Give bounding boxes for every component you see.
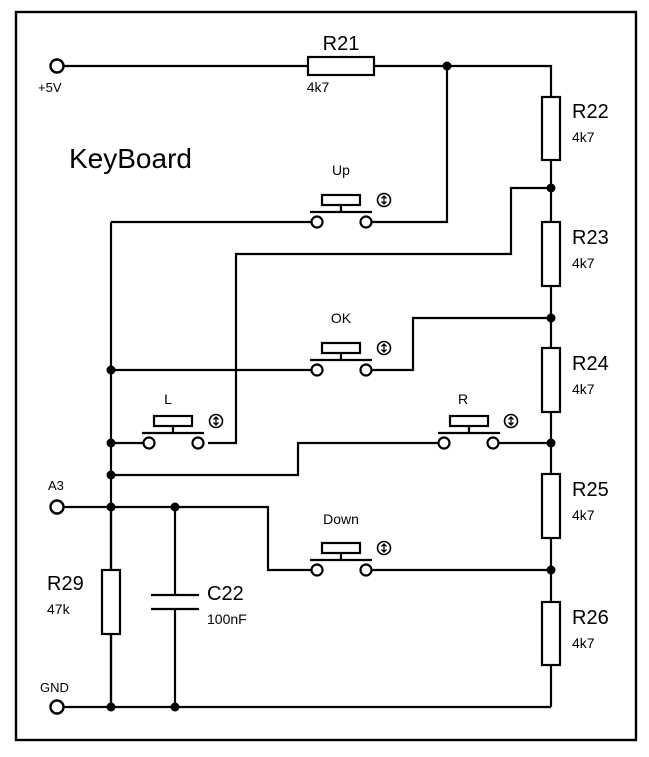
- resistor-R24: R24 4k7: [540, 346, 609, 414]
- svg-text:C22: C22: [207, 583, 244, 605]
- svg-text:GND: GND: [40, 680, 69, 695]
- svg-text:4k7: 4k7: [572, 635, 595, 651]
- svg-text:Up: Up: [332, 162, 350, 178]
- svg-text:4k7: 4k7: [307, 79, 330, 95]
- actuator-icon: [208, 413, 224, 429]
- svg-text:R: R: [458, 391, 468, 407]
- terminal-a3: A3: [48, 478, 65, 515]
- actuator-icon: [376, 540, 392, 556]
- svg-text:47k: 47k: [47, 601, 71, 617]
- resistor-R23: R23 4k7: [540, 220, 609, 288]
- actuator-icon: [503, 413, 519, 429]
- schematic-frame: [14, 10, 638, 742]
- terminal-vcc: +5V: [38, 58, 65, 95]
- resistor-R25: R25 4k7: [540, 472, 609, 540]
- svg-text:R26: R26: [572, 607, 609, 629]
- svg-text:4k7: 4k7: [572, 507, 595, 523]
- diagram-title: KeyBoard: [69, 143, 192, 174]
- svg-text:R21: R21: [323, 33, 360, 55]
- svg-text:4k7: 4k7: [572, 255, 595, 271]
- capacitor-C22: C22 100nF: [207, 583, 247, 627]
- button-ok: OK: [310, 310, 392, 377]
- svg-text:4k7: 4k7: [572, 129, 595, 145]
- button-down: Down: [310, 511, 392, 577]
- actuator-icon: [376, 192, 392, 208]
- svg-text:OK: OK: [331, 310, 352, 326]
- actuator-icon: [376, 340, 392, 356]
- svg-text:R29: R29: [47, 573, 84, 595]
- svg-text:4k7: 4k7: [572, 381, 595, 397]
- junctions: [106, 61, 556, 712]
- svg-text:R22: R22: [572, 101, 609, 123]
- svg-text:Down: Down: [323, 511, 359, 527]
- button-r: R: [437, 391, 519, 450]
- terminal-gnd: GND: [40, 680, 69, 715]
- resistor-R29: R29 47k: [47, 568, 122, 636]
- svg-text:+5V: +5V: [38, 80, 62, 95]
- svg-text:100nF: 100nF: [207, 611, 247, 627]
- svg-text:L: L: [164, 391, 172, 407]
- resistor-R26: R26 4k7: [540, 600, 609, 667]
- svg-text:A3: A3: [48, 478, 64, 493]
- resistor-R21: R21 4k7: [307, 33, 376, 95]
- button-l: L: [142, 391, 224, 450]
- resistor-R22: R22 4k7: [540, 95, 609, 162]
- svg-text:R24: R24: [572, 353, 609, 375]
- button-up: Up: [310, 162, 392, 229]
- svg-text:R25: R25: [572, 479, 609, 501]
- svg-text:R23: R23: [572, 227, 609, 249]
